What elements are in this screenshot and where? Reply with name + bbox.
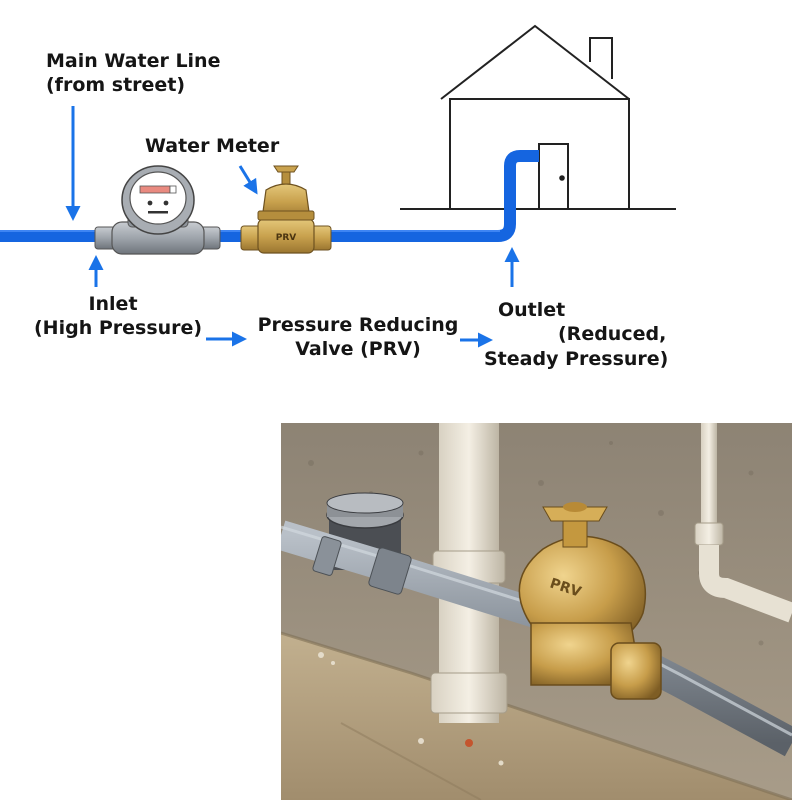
photo-prv: PRV [518, 502, 662, 700]
label-prv-2: Valve (PRV) [295, 338, 421, 360]
label-main-line-1: Main Water Line [46, 50, 221, 72]
label-water-meter: Water Meter [145, 135, 280, 157]
water-meter-illustration [94, 165, 221, 255]
arrow-water-meter [238, 165, 258, 195]
label-outlet-2: (Reduced, [558, 323, 667, 345]
label-prv-1: Pressure Reducing [257, 314, 459, 336]
installation-photo: PRV [281, 423, 792, 800]
label-inlet-2: (High Pressure) [34, 317, 203, 339]
label-inlet-1: Inlet [88, 293, 138, 315]
prv-badge-text: PRV [276, 233, 297, 243]
label-inlet: Inlet (High Pressure) [34, 292, 203, 340]
arrows [65, 106, 520, 348]
water-pipe [0, 150, 539, 242]
house-outline [400, 24, 676, 210]
label-main-line-2: (from street) [46, 74, 186, 96]
label-main-line: Main Water Line (from street) [46, 49, 220, 97]
label-outlet-3: Steady Pressure) [484, 348, 669, 370]
label-prv: Pressure Reducing Valve (PRV) [252, 313, 464, 361]
prv-illustration: PRV [240, 165, 332, 254]
label-outlet-1: Outlet [498, 299, 566, 321]
